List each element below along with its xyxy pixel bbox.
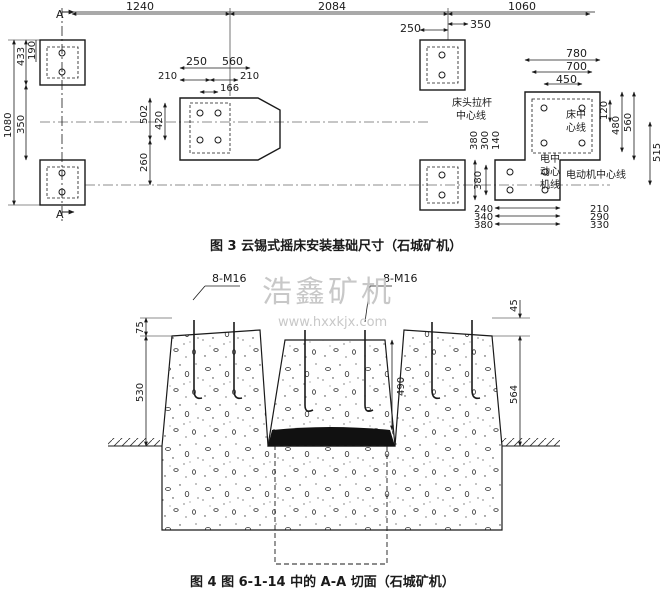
label-headstock-line2: 中心线 [456, 109, 486, 122]
dim-480: 480 [611, 116, 622, 135]
dim-380a: 380 [469, 131, 480, 150]
dim-mid-260: 260 [139, 153, 150, 172]
dim-mid-502: 502 [139, 105, 150, 124]
dim-300: 300 [480, 131, 491, 150]
label-bed-centerline: 床中 心线 [566, 108, 589, 134]
watermark-text: 浩鑫矿机 [262, 275, 394, 310]
dim-380c: 380 [474, 220, 493, 231]
dim-530: 530 [135, 383, 146, 402]
dim-1080: 1080 [3, 113, 14, 138]
dim-330: 330 [590, 220, 609, 231]
dim-700: 700 [566, 60, 587, 73]
dim-75: 75 [135, 321, 146, 334]
dim-490: 490 [396, 377, 407, 396]
dim-140: 140 [491, 131, 502, 150]
label-headstock-centerline: 床头拉杆 中心线 [452, 96, 495, 122]
dim-450: 450 [556, 73, 577, 86]
dim-mid-166: 166 [220, 83, 239, 94]
label-motor-axis: 电动机中心线 [566, 168, 626, 181]
dim-250-top: 250 [400, 22, 421, 35]
dim-mid-210a: 210 [158, 71, 177, 82]
dim-515: 515 [652, 143, 663, 162]
section-mark-top: A [56, 8, 64, 21]
dim-340: 340 [474, 212, 493, 223]
label-headstock-line1: 床头拉杆 [452, 96, 492, 109]
dim-mid-250: 250 [186, 55, 207, 68]
dim-564: 564 [509, 385, 520, 404]
dim-210: 210 [590, 204, 609, 215]
dim-120: 120 [599, 101, 610, 120]
bolt-label-left: 8-M16 [212, 272, 246, 285]
dim-290: 290 [590, 212, 609, 223]
dim-350-left: 350 [16, 115, 27, 134]
label-motor-centerline: 电中 动心 机线 [540, 152, 563, 191]
figure4-caption: 图 4 图 6-1-14 中的 A-A 切面（石城矿机） [190, 574, 455, 590]
dim-mid-560: 560 [222, 55, 243, 68]
section-mark-bottom: A [56, 208, 64, 221]
dim-350-top: 350 [470, 18, 491, 31]
dim-mid-420: 420 [154, 111, 165, 130]
dim-240: 240 [474, 204, 493, 215]
bolt-label-right: 8-M16 [383, 272, 417, 285]
dim-2084: 2084 [318, 0, 346, 13]
dim-190: 190 [27, 41, 38, 60]
figure4-section: 8-M16 8-M16 75 530 490 45 564 图 4 图 6-1-… [108, 272, 560, 590]
dim-45: 45 [509, 299, 520, 312]
figure3-caption: 图 3 云锡式摇床安装基础尺寸（石城矿机） [210, 238, 462, 254]
dim-1240: 1240 [126, 0, 154, 13]
figure3-plan: A A 1240 2084 1060 433 190 350 1080 [3, 0, 663, 254]
dim-mid-210b: 210 [240, 71, 259, 82]
dim-380b: 380 [473, 171, 484, 190]
dim-560-right: 560 [623, 113, 634, 132]
dim-1060: 1060 [508, 0, 536, 13]
watermark-url: www.hxxkjx.com [278, 315, 387, 330]
dim-433: 433 [16, 47, 27, 66]
dim-780: 780 [566, 47, 587, 60]
